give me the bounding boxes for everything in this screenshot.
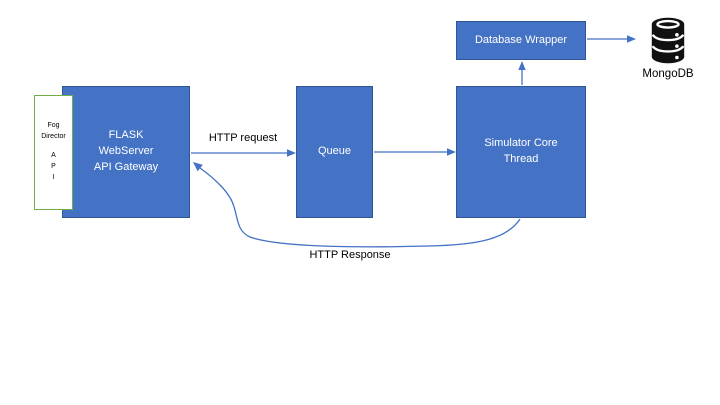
queue-label: Queue [317,145,352,158]
database-wrapper-label: Database Wrapper [474,33,568,46]
fog-director-api-letters: A P I [51,151,56,184]
arrowhead-db-wrapper-to-mongodb [627,35,636,43]
arrowhead-flask-to-queue [287,149,296,157]
node-database-wrapper: Database Wrapper [456,21,586,60]
node-queue: Queue [296,86,373,218]
http-request-label: HTTP request [208,132,278,144]
api-letter-a: A [51,152,56,160]
node-simulator-core-thread: Simulator Core Thread [456,86,586,218]
fog-director-label-line1: Fog [47,122,60,130]
fog-director-label-line2: Director [41,132,66,140]
simulator-label-line2: Thread [503,153,539,165]
simulator-label-line1: Simulator Core [484,137,558,150]
node-fog-director-api: Fog Director A P I [34,95,73,210]
database-cylinder-icon [651,17,685,64]
flask-label-line1: FLASK [108,129,144,142]
arrowhead-simulator-to-db-wrapper [518,61,526,70]
arrowhead-queue-to-simulator [447,148,456,156]
http-response-label: HTTP Response [309,249,391,261]
api-letter-i: I [52,173,55,181]
mongodb-node: MongoDB [638,17,698,80]
node-flask-webserver: FLASK WebServer API Gateway [62,86,190,218]
flask-label-line2: WebServer [98,145,154,158]
arrow-http-response-curve [199,167,521,248]
flask-label-line3: API Gateway [93,160,159,173]
arrowhead-http-response [193,162,203,172]
api-letter-p: P [51,163,56,171]
mongodb-label: MongoDB [642,68,694,80]
